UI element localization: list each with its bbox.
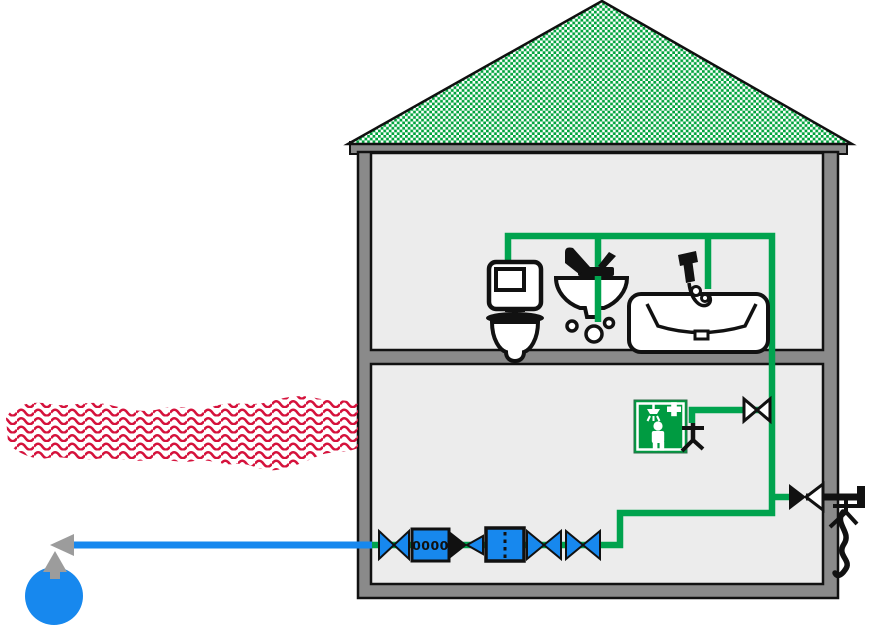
washbasin-drips bbox=[565, 316, 616, 344]
roof bbox=[343, 0, 857, 146]
shutoff-valve-2-icon bbox=[526, 528, 562, 562]
toilet-icon bbox=[486, 259, 544, 364]
plus-icon-v bbox=[671, 402, 677, 417]
drip-bubble bbox=[565, 319, 579, 333]
drip-bubble bbox=[602, 316, 616, 330]
filter-icon bbox=[484, 526, 526, 563]
outdoor-valve-white-wing bbox=[803, 480, 825, 514]
cistern-flush-plate bbox=[494, 267, 526, 292]
person-leg bbox=[652, 442, 658, 451]
pipe-end-cap bbox=[857, 486, 865, 508]
water-meter-reading: 0000 bbox=[412, 538, 449, 553]
toilet-bowl bbox=[489, 320, 541, 364]
washbasin-faucet-icon bbox=[565, 247, 616, 276]
shower-stand-leg-right bbox=[691, 438, 705, 451]
drip-bubble bbox=[584, 324, 604, 344]
cistern-neck bbox=[505, 307, 525, 312]
shutoff-valve-3-icon bbox=[565, 528, 601, 562]
safety-shower-sign bbox=[633, 399, 688, 454]
faucet-body bbox=[578, 267, 614, 276]
garden-hose-icon bbox=[832, 509, 850, 579]
up-arrow-icon bbox=[43, 551, 67, 572]
public-water-main-icon bbox=[25, 567, 83, 625]
valve-right-wing bbox=[542, 528, 562, 562]
check-valve-black-cone bbox=[448, 530, 467, 560]
bathtub-icon bbox=[627, 251, 770, 354]
shutoff-valve-entry-icon bbox=[378, 528, 410, 562]
hand-shower-handle bbox=[683, 259, 695, 283]
valve-left-wing bbox=[526, 528, 546, 562]
check-valve-icon bbox=[448, 530, 484, 560]
contamination-blob bbox=[6, 396, 358, 471]
person-head bbox=[653, 421, 663, 431]
arrow-stem bbox=[50, 569, 60, 579]
tap-leg-right bbox=[844, 510, 859, 526]
water-meter-icon: 0000 bbox=[410, 527, 451, 563]
service-connection bbox=[25, 534, 372, 625]
contaminated-ground-area bbox=[6, 396, 358, 471]
check-valve-blue-cone bbox=[464, 534, 484, 556]
shower-stand-leg-left bbox=[680, 438, 695, 453]
left-arrow-icon bbox=[50, 534, 74, 556]
person-body bbox=[651, 431, 665, 443]
outdoor-valve-black-wing bbox=[789, 484, 806, 510]
bathtub-drain bbox=[693, 329, 710, 341]
meter-assembly: 0000 bbox=[378, 526, 601, 563]
valve-left-wing bbox=[378, 528, 396, 562]
valve-left-wing bbox=[565, 528, 585, 562]
branch-valve-icon bbox=[742, 395, 772, 425]
outdoor-tap-assembly bbox=[789, 480, 865, 579]
valve-right-wing bbox=[754, 395, 772, 425]
faucet-spout bbox=[565, 247, 590, 274]
drip-bubble bbox=[690, 285, 702, 297]
drip-bubble bbox=[700, 293, 710, 303]
main-pipe-run bbox=[372, 232, 776, 549]
shower-head-icon bbox=[647, 409, 660, 414]
faucet-lever bbox=[598, 252, 616, 269]
valve-right-wing bbox=[392, 528, 410, 562]
valve-right-wing bbox=[581, 528, 601, 562]
hand-shower-head bbox=[678, 251, 698, 266]
person-leg bbox=[659, 442, 665, 451]
water-drop-line bbox=[646, 415, 651, 422]
emergency-shower-icon bbox=[680, 423, 705, 453]
valve-left-wing bbox=[742, 395, 760, 425]
water-drop-line bbox=[656, 415, 661, 422]
